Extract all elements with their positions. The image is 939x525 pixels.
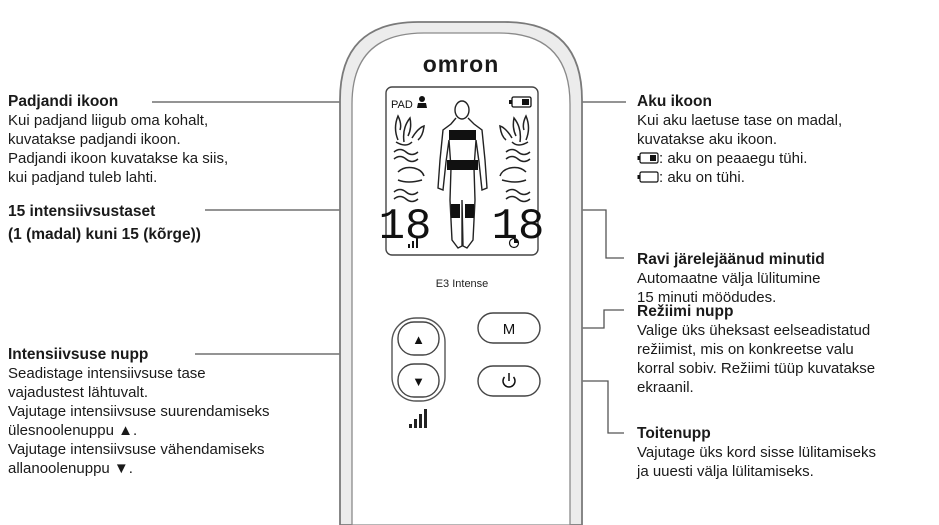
lcd-pad-label: PAD xyxy=(391,99,413,111)
callout-intensity-button: Intensiivsuse nupp Seadistage intensiivs… xyxy=(8,345,270,478)
lcd-body-segment-knee-left xyxy=(451,204,460,218)
callout-intensity-button-line: Seadistage intensiivsuse tase xyxy=(8,365,206,382)
callout-mode-button-line: Valige üks üheksast eelseadistatud xyxy=(637,322,871,339)
callout-power-button-line: ja uuesti välja lülitamiseks. xyxy=(637,463,814,480)
lcd-body-segment-waist xyxy=(447,160,478,170)
up-arrow-icon: ▲ xyxy=(412,332,425,347)
power-icon xyxy=(502,373,516,388)
callout-mode-button-line: ekraanil. xyxy=(637,379,694,396)
mode-button-label: M xyxy=(503,321,516,338)
callout-intensity-levels-subtitle: (1 (madal) kuni 15 (kõrge)) xyxy=(8,226,201,243)
callout-intensity-button-line: Vajutage intensiivsuse suurendamiseks xyxy=(8,403,270,420)
callout-intensity-levels: 15 intensiivsustaset (1 (madal) kuni 15 … xyxy=(8,200,201,246)
battery-empty-text: : aku on tühi. xyxy=(659,169,745,186)
lcd-hand-icons-right xyxy=(499,114,531,203)
battery-low-icon xyxy=(637,152,659,164)
battery-low-row: : aku on peaaegu tühi. xyxy=(637,149,842,168)
callout-intensity-button-line: ülesnoolenuppu ▲. xyxy=(8,422,138,439)
battery-low-text: : aku on peaaegu tühi. xyxy=(659,150,808,167)
callout-remaining-minutes-line: 15 minuti möödudes. xyxy=(637,289,777,306)
callout-pad-icon-line: Kui padjand liigub oma kohalt, xyxy=(8,112,209,129)
callout-pad-icon: Padjandi ikoon Kui padjand liigub oma ko… xyxy=(8,92,228,187)
callout-power-button-line: Vajutage üks kord sisse lülitamiseks xyxy=(637,444,876,461)
callout-intensity-button-line: vajadustest lähtuvalt. xyxy=(8,384,149,401)
callout-remaining-minutes: Ravi järelejäänud minutid Automaatne väl… xyxy=(637,250,825,307)
lcd-body-segment-chest xyxy=(449,130,476,140)
lcd-intensity-digits: 18 xyxy=(379,202,432,252)
model-label: E3 Intense xyxy=(436,278,489,290)
callout-mode-button-line: korral sobiv. Režiimi tüüp kuvatakse xyxy=(637,360,876,377)
brand-logo: omron xyxy=(423,51,500,77)
lcd-signal-icon xyxy=(408,238,418,248)
intensity-signal-icon xyxy=(409,409,427,428)
callout-battery-icon-title: Aku ikoon xyxy=(637,93,712,110)
callout-remaining-minutes-title: Ravi järelejäänud minutid xyxy=(637,251,825,268)
callout-intensity-button-title: Intensiivsuse nupp xyxy=(8,346,149,363)
callout-mode-button-title: Režiimi nupp xyxy=(637,303,734,320)
lcd-battery-icon xyxy=(509,96,532,108)
callout-battery-icon-line: kuvatakse aku ikoon. xyxy=(637,131,778,148)
callout-intensity-button-line: allanoolenuppu ▼. xyxy=(8,460,133,477)
callout-power-button: Toitenupp Vajutage üks kord sisse lülita… xyxy=(637,424,876,481)
callout-battery-icon-line: Kui aku laetuse tase on madal, xyxy=(637,112,843,129)
lcd-body-segment-knee-right xyxy=(465,204,474,218)
callout-pad-icon-line: kuvatakse padjandi ikoon. xyxy=(8,131,181,148)
callout-pad-icon-title: Padjandi ikoon xyxy=(8,93,119,110)
mode-button[interactable] xyxy=(477,312,541,344)
lcd-hand-icons-left xyxy=(393,114,425,203)
intensity-down-button[interactable] xyxy=(397,363,440,398)
down-arrow-icon: ▼ xyxy=(412,374,425,389)
callout-intensity-button-line: Vajutage intensiivsuse vähendamiseks xyxy=(8,441,265,458)
callout-mode-button: Režiimi nupp Valige üks üheksast eelsead… xyxy=(637,302,875,397)
intensity-up-button[interactable] xyxy=(397,321,440,356)
callout-power-button-title: Toitenupp xyxy=(637,425,711,442)
pad-icon xyxy=(417,96,427,108)
callout-pad-icon-line: kui padjand tuleb lahti. xyxy=(8,169,158,186)
lcd-body-figure xyxy=(437,100,488,249)
battery-empty-row: : aku on tühi. xyxy=(637,168,842,187)
callout-pad-icon-line: Padjandi ikoon kuvatakse ka siis, xyxy=(8,150,229,167)
lcd-clock-icon xyxy=(508,237,520,249)
callout-battery-icon: Aku ikoon Kui aku laetuse tase on madal,… xyxy=(637,92,842,187)
battery-empty-icon xyxy=(637,171,659,183)
callout-mode-button-line: režiimist, mis on konkreetse valu xyxy=(637,341,854,358)
callout-intensity-levels-title: 15 intensiivsustaset xyxy=(8,203,156,220)
callout-remaining-minutes-line: Automaatne välja lülitumine xyxy=(637,270,821,287)
